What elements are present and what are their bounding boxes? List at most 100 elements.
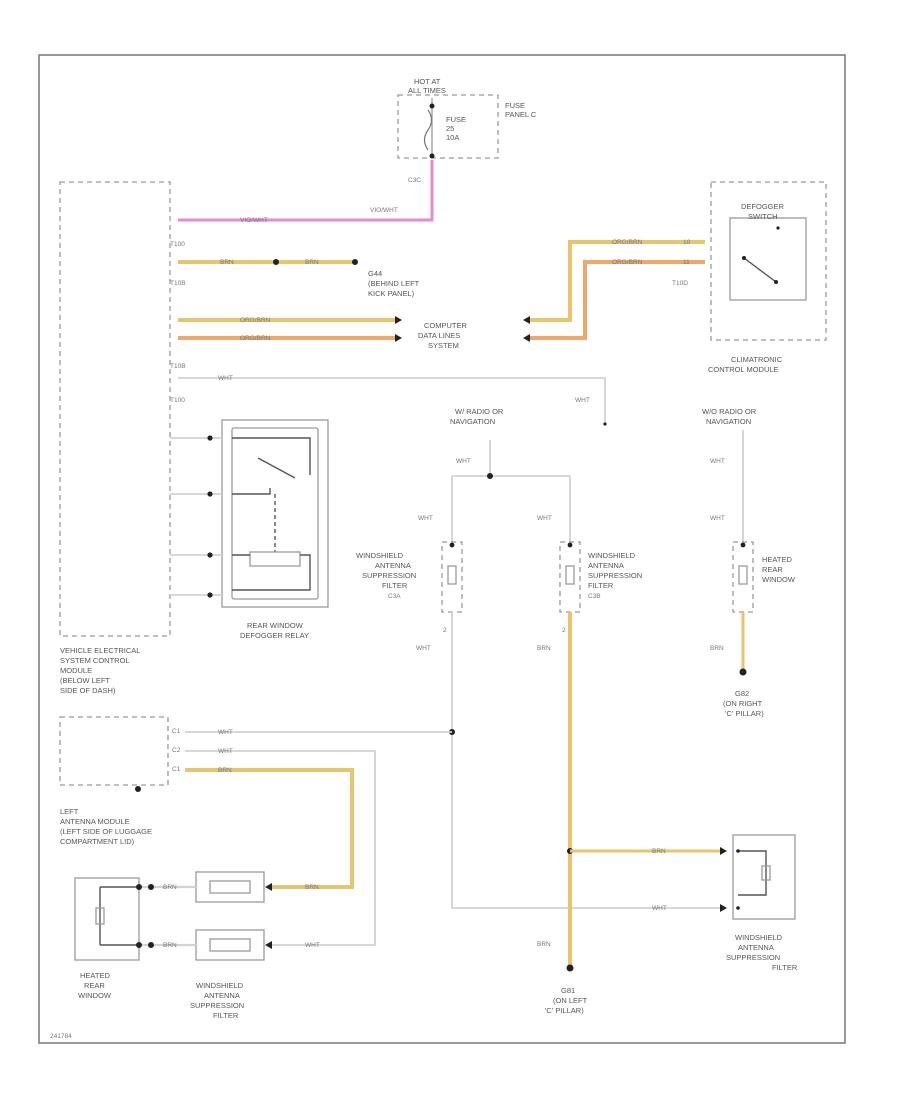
computer-label-3: SYSTEM — [428, 341, 459, 350]
diagram-frame — [38, 54, 846, 1044]
filter-a-label-1: WINDSHIELD — [356, 551, 404, 560]
wire-label-wht-11: WHT — [218, 748, 233, 755]
wire-label-brn-5: BRN — [652, 848, 666, 855]
wire-wht-ant-2 — [185, 750, 376, 946]
wire-label-wht-5: WHT — [537, 515, 552, 522]
wire-label-wht-2: WHT — [575, 397, 590, 404]
filter-a-label-3: SUPPRESSION — [362, 571, 416, 580]
connector-t10b: T10B — [170, 280, 186, 287]
ground-g81-loc-2: 'C' PILLAR) — [545, 1006, 584, 1015]
filter-a-label-2: ANTENNA — [375, 561, 411, 570]
filter-d-label-4: FILTER — [213, 1011, 239, 1020]
filter-c-label-4: FILTER — [772, 963, 798, 972]
pin-10: 10 — [683, 239, 691, 246]
heated-left-label-2: REAR — [84, 981, 105, 990]
all-times-label: ALL TIMES — [408, 86, 446, 95]
hot-at-label: HOT AT — [414, 77, 441, 86]
heated-right-label-1: HEATED — [762, 555, 792, 564]
heated-left-label-3: WINDOW — [78, 991, 112, 1000]
wire-label-org-brn-2: ORG/BRN — [240, 335, 271, 342]
wire-label-brn-1: BRN — [220, 259, 234, 266]
connector-t10b-b: T10B — [170, 363, 186, 370]
wire-org-brn-3 — [530, 240, 705, 322]
wire-label-wht-3: WHT — [456, 458, 471, 465]
heated-right-label-2: REAR — [762, 565, 783, 574]
wire-wht-filter-a — [451, 612, 720, 909]
ground-g82-label: G82 — [735, 689, 749, 698]
wire-label-org-brn-1: ORG/BRN — [240, 317, 271, 324]
wire-label-org-brn-3: ORG/BRN — [612, 239, 643, 246]
heated-left-label-1: HEATED — [80, 971, 110, 980]
fuse-panel-label-1: FUSE — [505, 101, 525, 110]
computer-label-2: DATA LINES — [418, 331, 460, 340]
climatronic-label-2: CONTROL MODULE — [708, 365, 779, 374]
filter-d-label-1: WINDSHIELD — [196, 981, 244, 990]
ant-label-1: LEFT — [60, 807, 79, 816]
wire-label-brn-4: BRN — [537, 941, 551, 948]
ant-pin-c2: C2 — [172, 747, 181, 754]
wire-label-wht-4: WHT — [418, 515, 433, 522]
wire-brn-ant — [185, 768, 354, 889]
ant-label-4: COMPARTMENT LID) — [60, 837, 135, 846]
diagram-code: 241784 — [50, 1033, 72, 1040]
climatronic-label-1: CLIMATRONIC — [731, 355, 783, 364]
wire-label-brn-2: BRN — [305, 259, 319, 266]
wire-label-brn-7: BRN — [218, 767, 232, 774]
rear-window-defogger-relay: REAR WINDOW DEFOGGER RELAY — [170, 419, 329, 640]
wire-label-wht-8: WHT — [710, 458, 725, 465]
wire-label-brn-6: BRN — [710, 645, 724, 652]
connector-t10d: T10D — [672, 280, 688, 287]
wire-label-vio-wht-top: VIO/WHT — [370, 207, 398, 214]
vcm-label-1: VEHICLE ELECTRICAL — [60, 646, 140, 655]
filter-d-label-2: ANTENNA — [204, 991, 240, 1000]
ground-g81-loc-1: (ON LEFT — [553, 996, 588, 1005]
vcm-label-5: SIDE OF DASH) — [60, 686, 116, 695]
bottom-left-filter: WINDSHIELD ANTENNA SUPPRESSION FILTER — [190, 871, 265, 1020]
wire-vio-wht — [178, 160, 434, 222]
ant-label-3: (LEFT SIDE OF LUGGAGE — [60, 827, 152, 836]
vcm-label-3: MODULE — [60, 666, 92, 675]
filter-b-label-2: ANTENNA — [588, 561, 624, 570]
heated-rear-window-right: HEATED REAR WINDOW — [732, 541, 796, 613]
relay-label-1: REAR WINDOW — [247, 621, 304, 630]
wire-label-brn-8: BRN — [305, 884, 319, 891]
filter-c3a: WINDSHIELD ANTENNA SUPPRESSION FILTER C3… — [356, 541, 463, 613]
fuse-pin-label: C3C — [408, 177, 421, 184]
radio-wo-label-1: W/O RADIO OR — [702, 407, 757, 416]
fuse-number: 25 — [446, 124, 454, 133]
filter-b-label-4: FILTER — [588, 581, 614, 590]
pin-11: 11 — [683, 259, 690, 266]
connector-t100-b: T100 — [170, 397, 185, 404]
wire-label-wht-10: WHT — [218, 729, 233, 736]
left-antenna-module: C1 C2 C1 LEFT ANTENNA MODULE (LEFT SIDE … — [59, 716, 181, 846]
ant-pin-c1b: C1 — [172, 766, 181, 773]
ground-g44-label: G44 — [368, 269, 382, 278]
connector-t100: T100 — [170, 241, 185, 248]
filter-c-label-3: SUPPRESSION — [726, 953, 780, 962]
relay-label-2: DEFOGGER RELAY — [240, 631, 309, 640]
climatronic-module: DEFOGGER SWITCH CLIMATRONIC CONTROL MODU… — [708, 181, 827, 374]
pin-2-a: 2 — [443, 627, 447, 634]
filter-b-conn: C3B — [588, 593, 601, 600]
fuse-panel-label-2: PANEL C — [505, 110, 537, 119]
computer-label-1: COMPUTER — [424, 321, 468, 330]
wire-label-wht-7: WHT — [652, 905, 667, 912]
ground-g82-loc-1: (ON RIGHT — [723, 699, 763, 708]
filter-d-label-3: SUPPRESSION — [190, 1001, 244, 1010]
ant-pin-c1: C1 — [172, 728, 181, 735]
wire-label-brn-3: BRN — [537, 645, 551, 652]
heated-rear-window-left: BRN BRN HEATED REAR WINDOW — [74, 877, 196, 1000]
ground-g81-label: G81 — [561, 986, 575, 995]
ant-label-2: ANTENNA MODULE — [60, 817, 130, 826]
defogger-switch-label-2: SWITCH — [748, 212, 778, 221]
wire-label-org-brn-4: ORG/BRN — [612, 259, 643, 266]
filter-c-label-1: WINDSHIELD — [735, 933, 783, 942]
filter-right: WINDSHIELD ANTENNA SUPPRESSION FILTER — [726, 834, 798, 972]
wire-label-vio-wht: VIO/WHT — [240, 217, 268, 224]
filter-c3b: WINDSHIELD ANTENNA SUPPRESSION FILTER C3… — [559, 541, 642, 613]
radio-w-label-1: W/ RADIO OR — [455, 407, 504, 416]
wire-org-brn-4 — [530, 260, 705, 340]
filter-b-label-3: SUPPRESSION — [588, 571, 642, 580]
fuse-label: FUSE — [446, 115, 466, 124]
